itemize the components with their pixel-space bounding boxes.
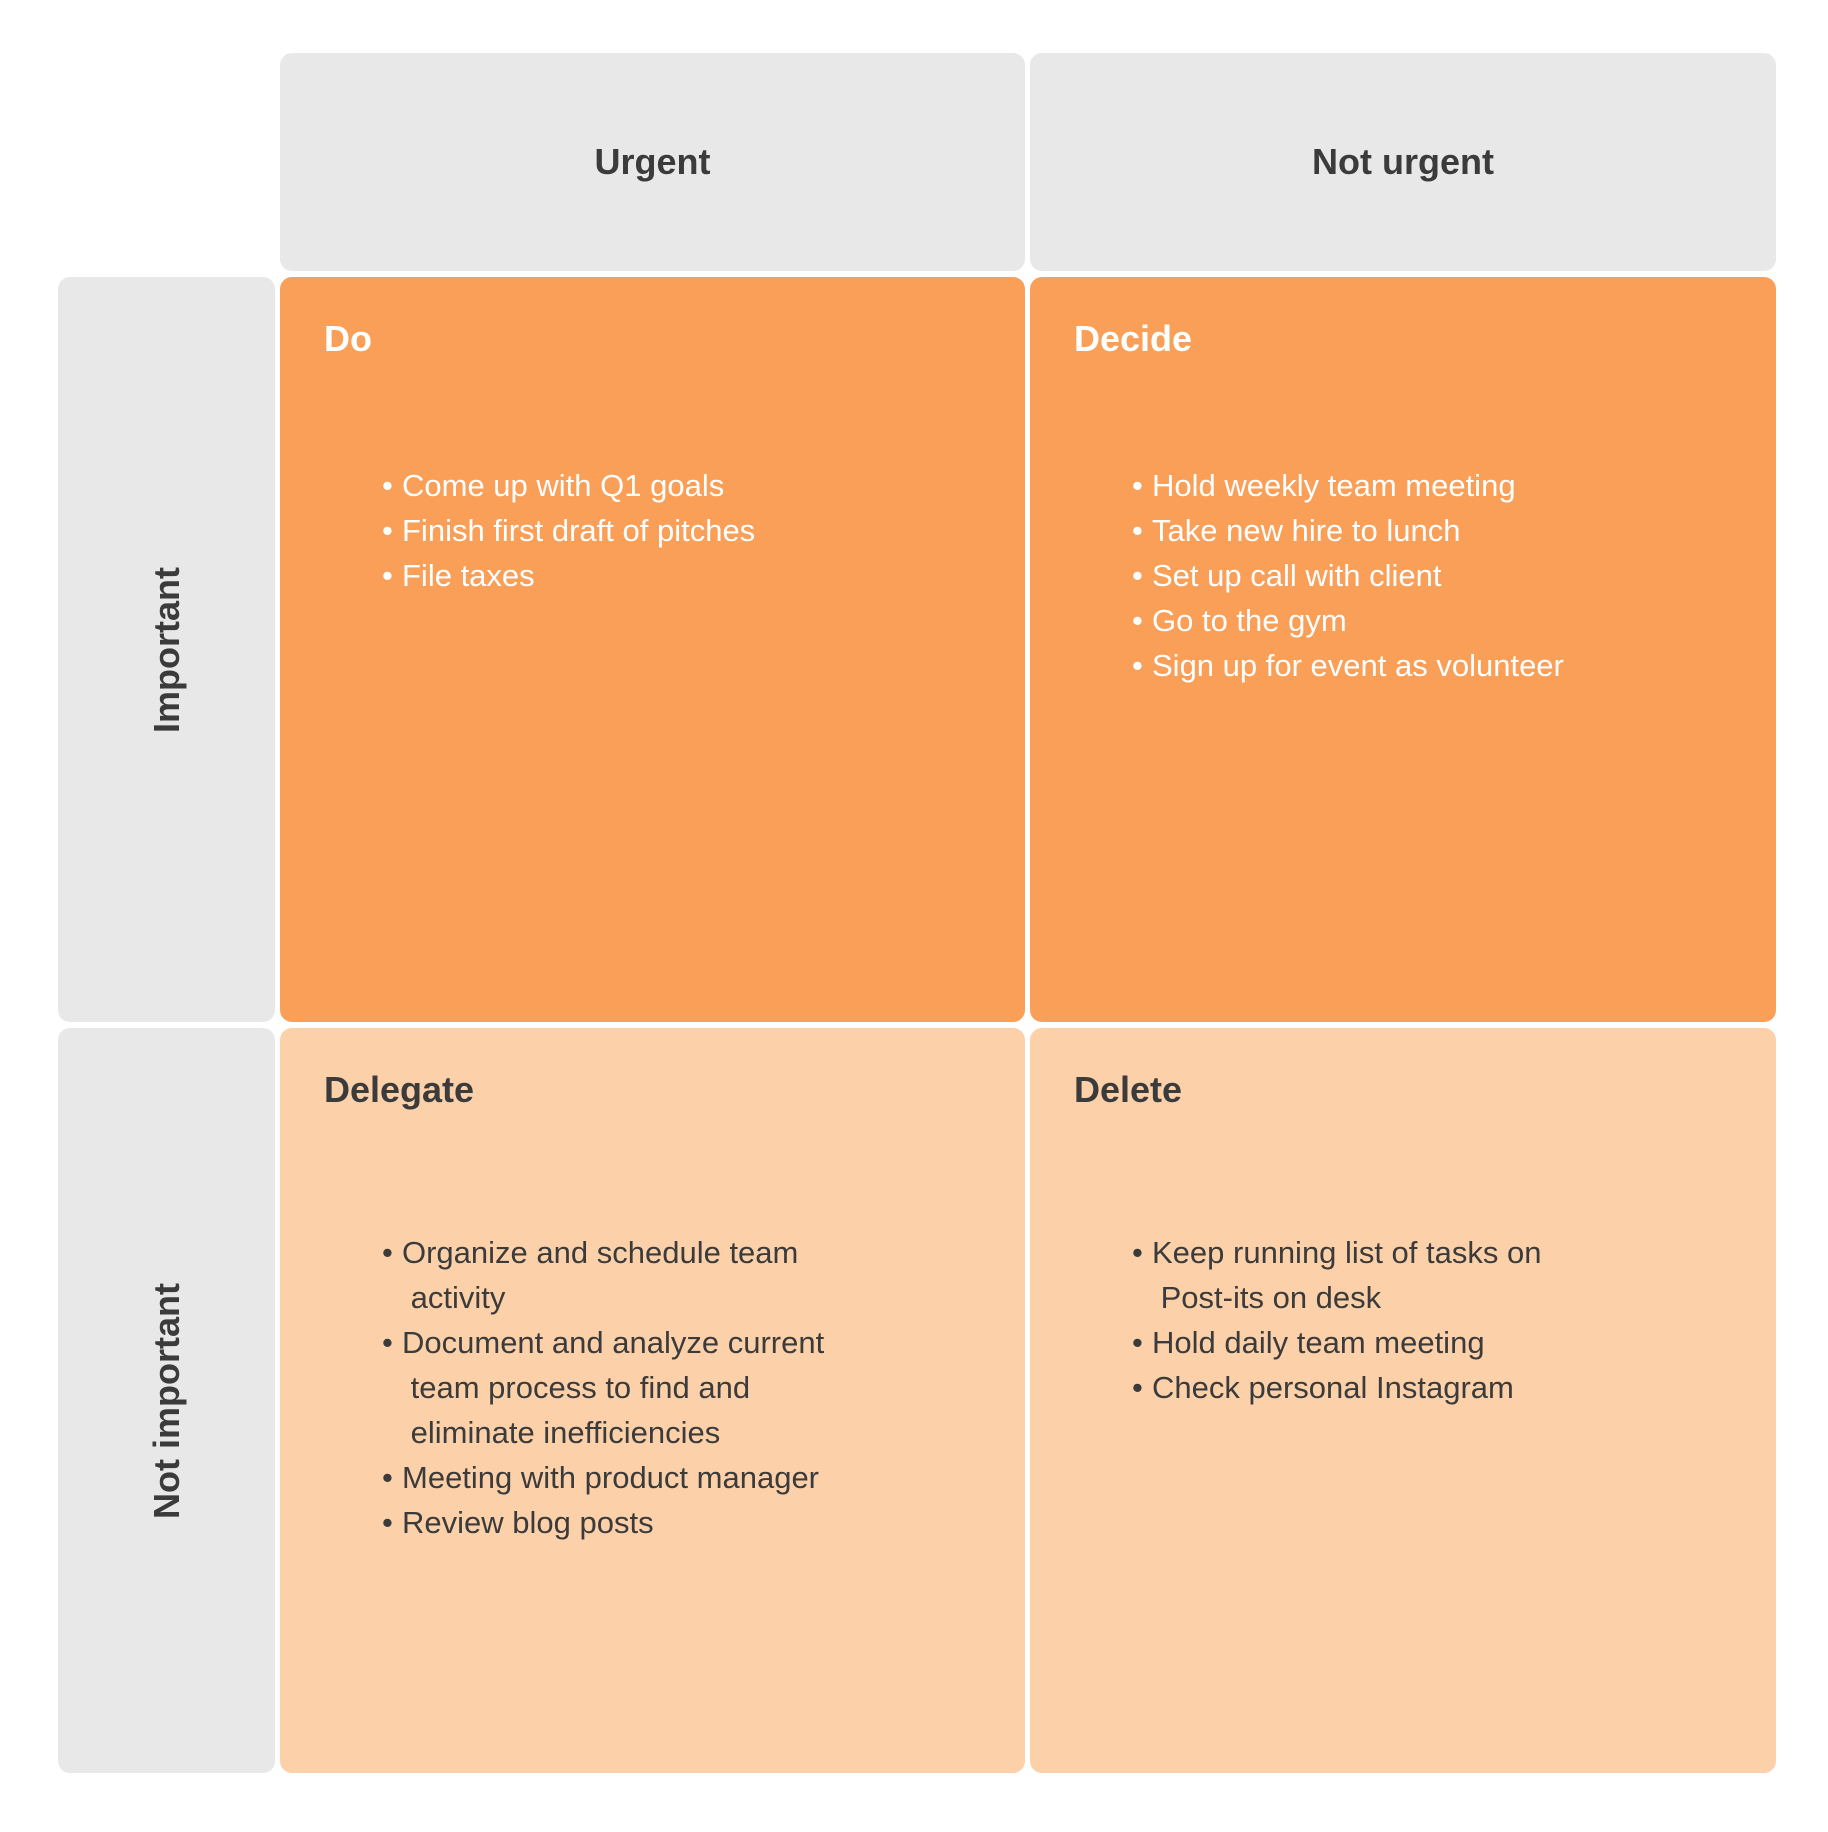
task-item: Organize and schedule team activity xyxy=(382,1230,981,1320)
task-item: Document and analyze current team proces… xyxy=(382,1320,981,1455)
row-header-important-label: Important xyxy=(145,566,187,733)
column-header-not-urgent: Not urgent xyxy=(1030,53,1776,271)
row-header-not-important-label: Not important xyxy=(145,1282,187,1519)
task-item: Set up call with client xyxy=(1132,553,1732,598)
task-item: Meeting with product manager xyxy=(382,1455,981,1500)
quadrant-do: Do Come up with Q1 goals Finish first dr… xyxy=(280,277,1025,1022)
task-item: Review blog posts xyxy=(382,1500,981,1545)
row-header-not-important: Not important xyxy=(58,1028,275,1773)
quadrant-delete-title: Delete xyxy=(1074,1069,1183,1110)
task-item: Keep running list of tasks on Post-its o… xyxy=(1132,1230,1732,1320)
quadrant-delete: Delete Keep running list of tasks on Pos… xyxy=(1030,1028,1776,1773)
row-header-important: Important xyxy=(58,277,275,1022)
task-item: Come up with Q1 goals xyxy=(382,463,981,508)
corner-spacer xyxy=(58,53,275,271)
task-item: Check personal Instagram xyxy=(1132,1365,1732,1410)
quadrant-delegate-task-list: Organize and schedule team activity Docu… xyxy=(324,1230,981,1545)
column-header-urgent: Urgent xyxy=(280,53,1025,271)
task-item: Sign up for event as volunteer xyxy=(1132,643,1732,688)
quadrant-delegate-title: Delegate xyxy=(324,1069,475,1110)
task-item: Take new hire to lunch xyxy=(1132,508,1732,553)
task-item: Hold weekly team meeting xyxy=(1132,463,1732,508)
column-header-urgent-label: Urgent xyxy=(594,141,711,182)
task-item: Finish first draft of pitches xyxy=(382,508,981,553)
task-item: Go to the gym xyxy=(1132,598,1732,643)
quadrant-delete-task-list: Keep running list of tasks on Post-its o… xyxy=(1074,1230,1732,1410)
quadrant-decide-task-list: Hold weekly team meeting Take new hire t… xyxy=(1074,463,1732,688)
task-item: Hold daily team meeting xyxy=(1132,1320,1732,1365)
quadrant-decide: Decide Hold weekly team meeting Take new… xyxy=(1030,277,1776,1022)
quadrant-do-task-list: Come up with Q1 goals Finish first draft… xyxy=(324,463,981,598)
quadrant-delegate: Delegate Organize and schedule team acti… xyxy=(280,1028,1025,1773)
quadrant-decide-title: Decide xyxy=(1074,318,1193,359)
quadrant-do-title: Do xyxy=(324,318,372,359)
matrix-grid: Urgent Not urgent Important Do Come up w… xyxy=(58,53,1776,1773)
column-header-not-urgent-label: Not urgent xyxy=(1312,141,1494,182)
task-item: File taxes xyxy=(382,553,981,598)
